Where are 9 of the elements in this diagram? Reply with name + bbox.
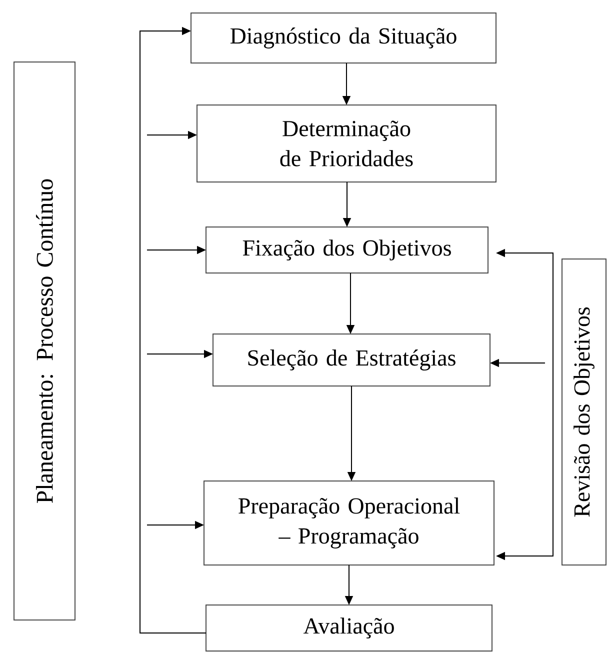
process-box: Fixação dos Objetivos xyxy=(206,226,488,274)
process-box: Avaliação xyxy=(206,604,492,652)
process-box: Seleção de Estratégias xyxy=(212,334,490,386)
process-box: Preparação Operacional – Programação xyxy=(204,480,494,566)
process-box: Diagnóstico da Situação xyxy=(190,12,496,64)
process-box: Determinação de Prioridades xyxy=(196,104,496,182)
side-label-box: Revisão dos Objetivos xyxy=(562,258,606,566)
side-label-box: Planeamento: Processo Contínuo xyxy=(14,62,76,620)
arrow xyxy=(140,26,206,634)
